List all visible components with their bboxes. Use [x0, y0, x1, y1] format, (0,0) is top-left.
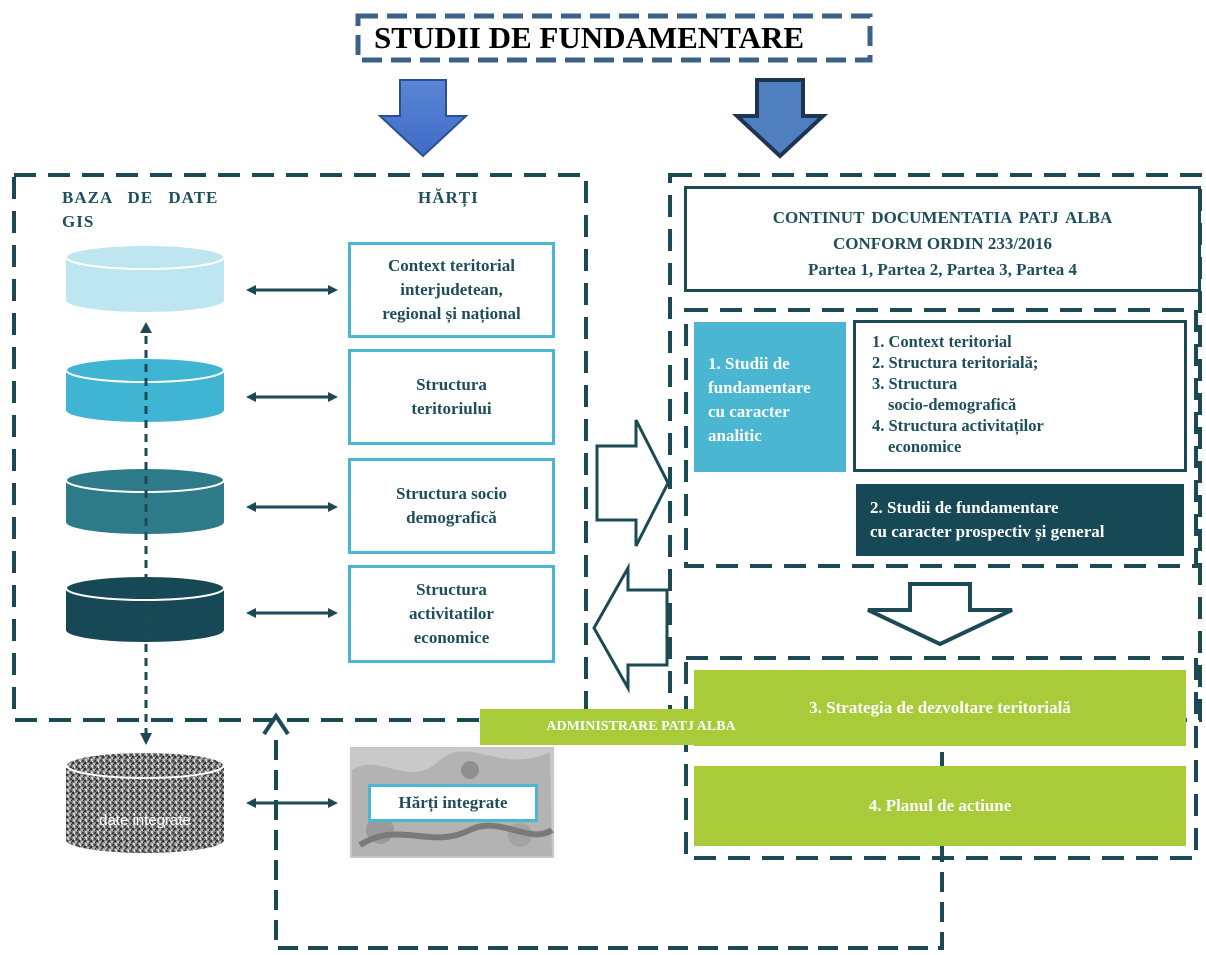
map-economic-line1: Structura [416, 580, 487, 599]
map-socio-line1: Structura socio [396, 484, 507, 503]
down-arrow-left [377, 79, 469, 158]
maps-header: HĂRȚI [418, 188, 479, 207]
title-frame [355, 13, 873, 63]
outline-arrow-down [867, 582, 1013, 647]
admin-patj-bar: ADMINISTRARE PATJ ALBA [480, 709, 802, 745]
prospective-line2: cu caracter prospectiv și general [870, 522, 1105, 541]
studies-frame [684, 308, 1198, 568]
analytic-line1: 1. Studii de [708, 354, 790, 373]
integrated-db-label: date integrate [99, 812, 191, 829]
map-territory-line2: teritoriului [411, 399, 492, 418]
map-territory-line1: Structura [416, 375, 487, 394]
content-documentation-box: CONTINUT DOCUMENTATIA PATJ ALBA CONFORM … [684, 186, 1201, 292]
map-context-line1: Context teritorial [388, 256, 515, 275]
map-context-line3: regional și național [382, 304, 521, 323]
db-cylinder-context [65, 244, 225, 312]
gis-db-header-line1: BAZA DE DATE [62, 188, 219, 207]
prospective-line1: 2. Studii de fundamentare [870, 498, 1059, 517]
analytic-line4: analitic [708, 426, 762, 445]
down-arrow-right [731, 78, 829, 159]
list-item: economice [888, 437, 962, 456]
analytic-line2: fundamentare [708, 378, 811, 397]
connector-context [246, 285, 338, 295]
list-item: 4. Structura activitaților [872, 416, 1044, 435]
map-context-line2: interjudetean, [400, 280, 503, 299]
analytic-line3: cu caracter [708, 402, 790, 421]
analytic-list-box: 1. Context teritorial 2. Structura terit… [853, 320, 1187, 472]
connector-territory [246, 392, 338, 402]
feedback-arrow-head [262, 712, 290, 736]
map-economic-line3: economice [413, 628, 490, 647]
connector-economic [246, 608, 338, 618]
prospective-studies-box: 2. Studii de fundamentare cu caracter pr… [856, 484, 1184, 556]
connector-integrated [246, 798, 338, 808]
db-cylinder-integrated [65, 751, 225, 853]
list-item: socio-demografică [888, 395, 1017, 414]
gis-db-header-line2: GIS [62, 212, 95, 231]
list-item: 1. Context teritorial [872, 332, 1012, 351]
analytic-studies-box: 1. Studii de fundamentare cu caracter an… [694, 322, 846, 472]
vertical-arrow-head-down [140, 733, 152, 745]
map-box-socio: Structura socio demografică [348, 458, 555, 554]
map-box-integrated: Hărți integrate [368, 784, 538, 822]
gis-panel-frame [12, 173, 588, 722]
map-box-economic: Structura activitatilor economice [348, 565, 555, 663]
content-line2: CONFORM ORDIN 233/2016 [832, 234, 1053, 253]
outline-arrow-right [595, 419, 670, 547]
diagram-title: STUDII DE FUNDAMENTARE [374, 20, 805, 55]
list-item: 3. Structura [872, 374, 958, 393]
map-socio-line2: demografică [406, 508, 497, 527]
connector-socio [246, 502, 338, 512]
map-economic-line2: activitatilor [409, 604, 494, 623]
outline-arrow-left [592, 562, 669, 694]
gis-db-header: BAZA DE DATE GIS [62, 186, 218, 234]
vertical-arrow-head-up [140, 322, 152, 333]
feedback-loop [274, 722, 944, 950]
action-plan-box: 4. Planul de actiune [694, 766, 1186, 846]
content-line3: Partea 1, Partea 2, Partea 3, Partea 4 [807, 260, 1078, 279]
content-line1: CONTINUT DOCUMENTATIA PATJ ALBA [772, 208, 1113, 227]
map-box-context: Context teritorial interjudetean, region… [348, 242, 555, 338]
list-item: 2. Structura teritorială; [872, 353, 1039, 372]
map-box-territory: Structura teritoriului [348, 349, 555, 445]
